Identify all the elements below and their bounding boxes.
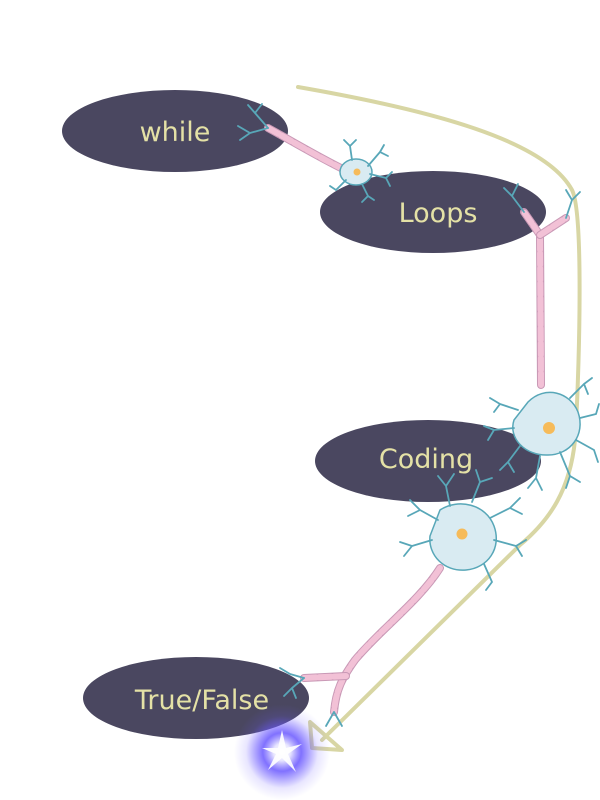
neuron-icon (237, 103, 393, 203)
axon-segment (301, 673, 349, 681)
node-label: Loops (399, 198, 478, 229)
node-label: True/False (134, 685, 269, 716)
neuron-icon (279, 469, 527, 727)
neuron-icon (483, 183, 600, 491)
node-while: while (62, 90, 288, 172)
node-label: Coding (379, 444, 473, 475)
spark-icon (234, 704, 330, 800)
node-label: while (140, 117, 211, 148)
axon-segment (521, 209, 543, 238)
axon-segment (265, 125, 348, 173)
node-coding: Coding (315, 420, 541, 502)
axon-segment (537, 215, 569, 238)
axon-segment (331, 565, 443, 715)
node-loops: Loops (320, 171, 546, 253)
axon-segment (537, 232, 544, 388)
